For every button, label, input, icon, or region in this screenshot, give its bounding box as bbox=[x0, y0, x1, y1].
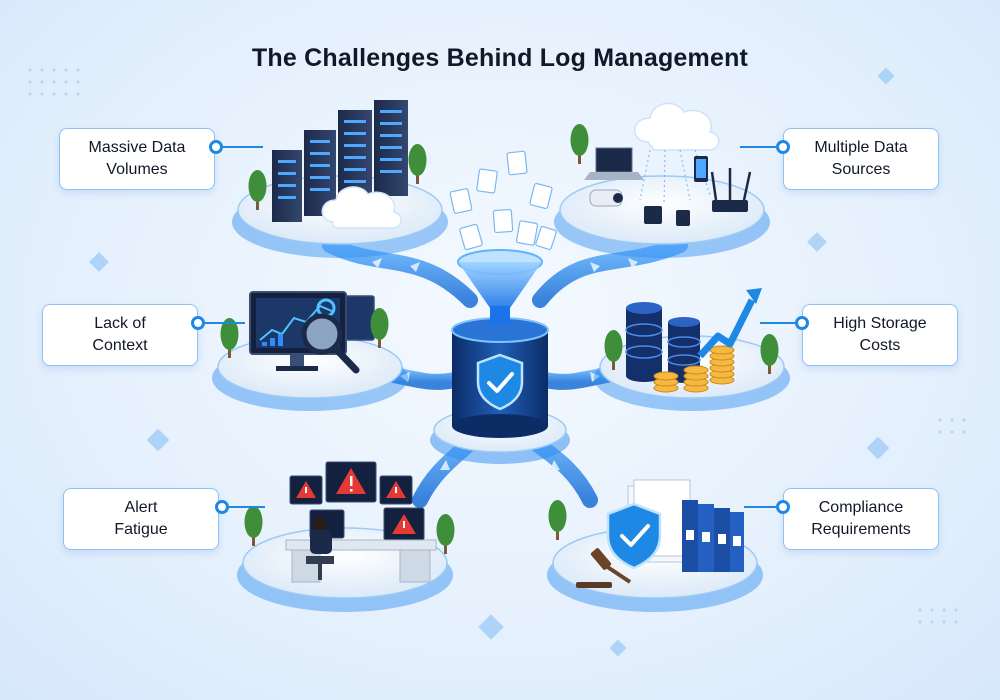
tree-icon bbox=[220, 308, 389, 358]
connector-line bbox=[205, 322, 245, 324]
callout-label: Lack of Context bbox=[92, 315, 148, 354]
tree-icon bbox=[244, 506, 455, 554]
connector-dot bbox=[209, 140, 223, 154]
connector-dot bbox=[776, 140, 790, 154]
tree-icon bbox=[248, 144, 427, 210]
callout-compliance-requirements: Compliance Requirements bbox=[783, 488, 939, 550]
path-top-right bbox=[532, 237, 688, 308]
desk-icon bbox=[285, 539, 437, 583]
callout-label: Multiple Data Sources bbox=[814, 139, 908, 178]
callout-multiple-data-sources: Multiple Data Sources bbox=[783, 128, 939, 190]
callout-label: Massive Data Volumes bbox=[88, 139, 186, 178]
trend-arrow-icon bbox=[697, 288, 762, 359]
connector-dot bbox=[215, 500, 229, 514]
callout-massive-data-volumes: Massive Data Volumes bbox=[59, 128, 215, 190]
central-hub bbox=[451, 317, 549, 438]
cloud-icon bbox=[321, 186, 402, 229]
connector-line bbox=[229, 506, 265, 508]
sensor-icon bbox=[644, 206, 690, 226]
callout-alert-fatigue: Alert Fatigue bbox=[63, 488, 219, 550]
gavel-icon bbox=[576, 548, 632, 588]
tree-icon bbox=[548, 500, 567, 540]
callout-label: Compliance Requirements bbox=[811, 499, 911, 538]
tree-icon bbox=[604, 330, 779, 374]
phone-icon bbox=[694, 156, 708, 182]
binder-icon bbox=[682, 500, 744, 572]
document-icons bbox=[449, 150, 557, 251]
callout-lack-of-context: Lack of Context bbox=[42, 304, 198, 366]
path-top-left bbox=[322, 237, 478, 308]
compliance-shield-icon bbox=[606, 502, 662, 570]
laptop-icon bbox=[584, 147, 644, 180]
dot-grid-decoration bbox=[28, 68, 966, 624]
callout-label: High Storage Costs bbox=[833, 315, 927, 354]
coin-stack-icon bbox=[653, 345, 735, 393]
tree-icon bbox=[570, 124, 589, 164]
magnifier-icon bbox=[301, 313, 360, 374]
connector-dot bbox=[795, 316, 809, 330]
alert-exclamation-marks bbox=[305, 476, 405, 528]
callout-high-storage-costs: High Storage Costs bbox=[802, 304, 958, 366]
connector-arrows bbox=[372, 258, 638, 470]
connector-dot bbox=[191, 316, 205, 330]
iot-devices-icon bbox=[570, 102, 752, 226]
connector-line bbox=[740, 146, 776, 148]
shield-check-icon bbox=[476, 353, 524, 411]
callout-label: Alert Fatigue bbox=[114, 499, 168, 538]
funnel-icon bbox=[457, 249, 543, 324]
person-icon bbox=[306, 517, 334, 580]
page-title: The Challenges Behind Log Management bbox=[251, 44, 749, 72]
connector-dot bbox=[776, 500, 790, 514]
router-icon bbox=[710, 168, 752, 212]
cloud-icon bbox=[634, 102, 720, 151]
connector-line bbox=[760, 322, 795, 324]
connector-line bbox=[223, 146, 263, 148]
camera-icon bbox=[589, 189, 623, 207]
connector-line bbox=[744, 506, 776, 508]
